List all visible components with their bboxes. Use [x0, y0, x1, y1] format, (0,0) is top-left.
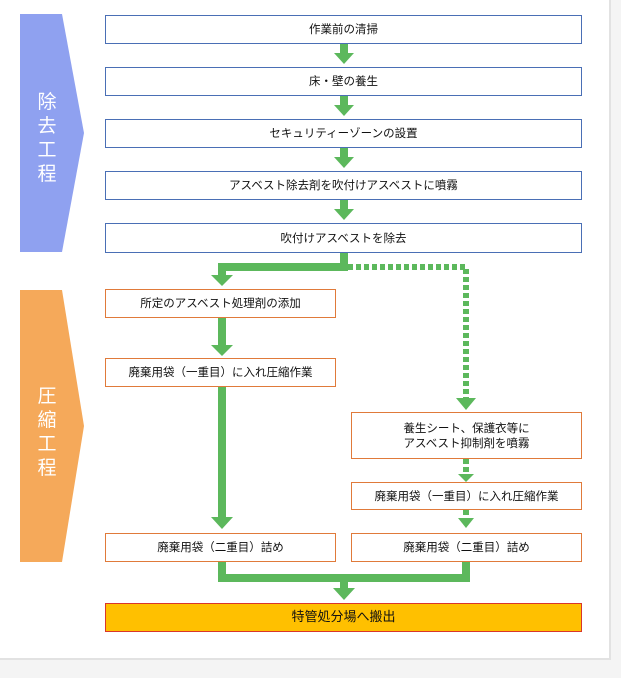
step-add-treatment-agent: 所定のアスベスト処理剤の添加 [105, 289, 336, 318]
compression-band-shape [20, 290, 84, 562]
step-floor-wall-curing-label: 床・壁の養生 [309, 74, 378, 88]
step-transport-to-disposal: 特管処分場へ搬出 [105, 603, 582, 632]
step-pre-cleaning: 作業前の清掃 [105, 15, 582, 44]
down-arrow [211, 517, 233, 529]
removal-label-char: 程 [37, 163, 57, 185]
removal-process-label: 除 去 工 程 [20, 90, 74, 186]
page-edge-right [611, 0, 621, 660]
step-spray-remover-label: アスベスト除去剤を吹付けアスベストに噴霧 [229, 178, 458, 192]
compression-label-char: 縮 [37, 409, 57, 431]
down-arrow [334, 53, 354, 64]
removal-band-shape [20, 14, 84, 252]
arrow-shaft [340, 200, 348, 209]
step-bag1-compress-right: 廃棄用袋（一重目）に入れ圧縮作業 [351, 482, 582, 510]
arrow-shaft [218, 263, 226, 275]
main-flow-arrows [211, 44, 470, 600]
split-left-bar [218, 263, 348, 271]
page-edge-bottom [0, 660, 621, 678]
step-security-zone: セキュリティーゾーンの設置 [105, 119, 582, 148]
step-spray-suppressant-line: アスベスト抑制剤を噴霧 [403, 435, 530, 450]
step-bag2-left: 廃棄用袋（二重目）詰め [105, 533, 336, 562]
compression-label-char: 工 [37, 433, 57, 455]
down-arrow [211, 275, 233, 286]
down-arrow [456, 398, 476, 410]
step-bag2-right-label: 廃棄用袋（二重目）詰め [403, 540, 530, 554]
step-spray-suppressant-text: 養生シート、保護衣等に アスベスト抑制剤を噴霧 [403, 421, 529, 451]
removal-label-char: 除 [37, 91, 57, 113]
step-spray-suppressant-line: 養生シート、保護衣等に [403, 420, 530, 435]
step-security-zone-label: セキュリティーゾーンの設置 [269, 126, 418, 140]
step-spray-suppressant: 養生シート、保護衣等に アスベスト抑制剤を噴霧 [351, 412, 582, 459]
down-arrow [333, 588, 355, 600]
dashed-arrow-heads [456, 398, 476, 528]
down-arrow [334, 209, 354, 220]
split-stem [340, 253, 348, 269]
removal-label-char: 工 [37, 139, 57, 161]
step-remove-asbestos-label: 吹付けアスベストを除去 [280, 230, 407, 245]
step-floor-wall-curing: 床・壁の養生 [105, 67, 582, 96]
dashed-flow-arrows [348, 264, 469, 518]
step-transport-to-disposal-label: 特管処分場へ搬出 [291, 610, 396, 625]
arrow-shaft [340, 148, 348, 157]
compression-process-band: 圧 縮 工 程 [20, 290, 84, 562]
down-arrow [458, 518, 474, 528]
arrow-shaft [340, 96, 348, 105]
removal-process-band: 除 去 工 程 [20, 14, 84, 252]
compression-label-char: 圧 [37, 385, 57, 407]
down-arrow [334, 157, 354, 168]
arrow-shaft [340, 578, 348, 588]
compression-label-char: 程 [37, 457, 57, 479]
down-arrow [458, 474, 474, 482]
step-remove-asbestos: 吹付けアスベストを除去 [105, 223, 582, 253]
step-add-treatment-agent-label: 所定のアスベスト処理剤の添加 [140, 296, 301, 310]
down-arrow [334, 105, 354, 116]
step-bag1-compress-right-label: 廃棄用袋（一重目）に入れ圧縮作業 [374, 488, 559, 503]
dashed-branch-line [348, 264, 469, 398]
step-spray-remover: アスベスト除去剤を吹付けアスベストに噴霧 [105, 171, 582, 200]
step-bag1-compress-left: 廃棄用袋（一重目）に入れ圧縮作業 [105, 358, 336, 387]
removal-label-char: 去 [37, 115, 57, 137]
step-bag2-right: 廃棄用袋（二重目）詰め [351, 533, 582, 562]
step-bag1-compress-left-label: 廃棄用袋（一重目）に入れ圧縮作業 [128, 365, 313, 379]
merge-right-stem [462, 562, 470, 580]
down-arrow [211, 345, 233, 356]
merge-left-stem [218, 562, 226, 580]
step-bag2-left-label: 廃棄用袋（二重目）詰め [157, 540, 284, 554]
step-pre-cleaning-label: 作業前の清掃 [309, 22, 378, 36]
arrow-shaft [340, 44, 348, 53]
arrow-shaft [218, 387, 226, 517]
arrow-shaft [218, 318, 226, 345]
compression-process-label: 圧 縮 工 程 [20, 384, 74, 480]
